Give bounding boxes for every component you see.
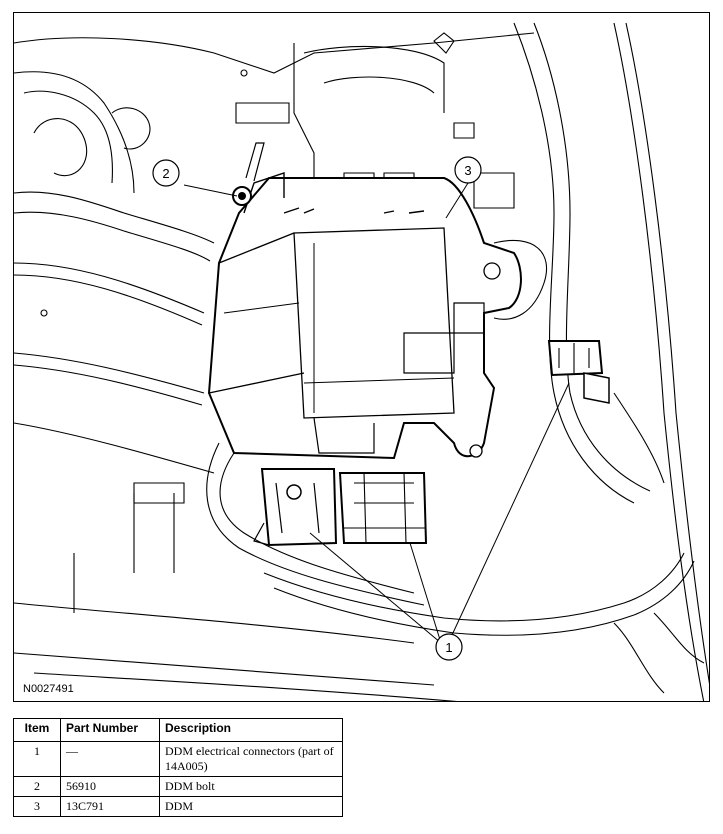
header-part-number: Part Number <box>60 718 160 742</box>
description-cell: DDM electrical connectors (part of 14A00… <box>159 741 343 777</box>
table-row: 3 13C791 DDM <box>13 796 343 817</box>
electrical-connectors <box>253 340 610 547</box>
description-cell: DDM bolt <box>159 776 343 797</box>
table-row: 1 — DDM electrical connectors (part of 1… <box>13 741 343 777</box>
part-number-cell: — <box>60 741 160 777</box>
ddm-module <box>207 172 522 460</box>
ddm-bolt <box>232 142 265 206</box>
part-number-cell: 56910 <box>60 776 160 797</box>
description-cell: DDM <box>159 796 343 817</box>
figure-id: N0027491 <box>23 683 74 695</box>
legend-table: Item Part Number Description 1 — DDM ele… <box>13 718 343 817</box>
item-cell: 2 <box>13 776 61 797</box>
callout-2-label: 2 <box>162 166 169 181</box>
callout-2: 2 <box>152 159 180 187</box>
legend-header-row: Item Part Number Description <box>13 718 343 742</box>
header-description: Description <box>159 718 343 742</box>
table-row: 2 56910 DDM bolt <box>13 776 343 797</box>
callout-1-label: 1 <box>445 640 452 655</box>
ddm-illustration: 2 3 1 <box>14 22 709 701</box>
item-cell: 3 <box>13 796 61 817</box>
callout-1: 1 <box>435 633 463 661</box>
diagram-figure: 2 3 1 N0027491 <box>13 12 710 702</box>
leader-lines <box>183 182 570 644</box>
item-cell: 1 <box>13 741 61 777</box>
part-number-cell: 13C791 <box>60 796 160 817</box>
callout-3-label: 3 <box>464 163 471 178</box>
header-item: Item <box>13 718 61 742</box>
callout-3: 3 <box>454 156 482 184</box>
